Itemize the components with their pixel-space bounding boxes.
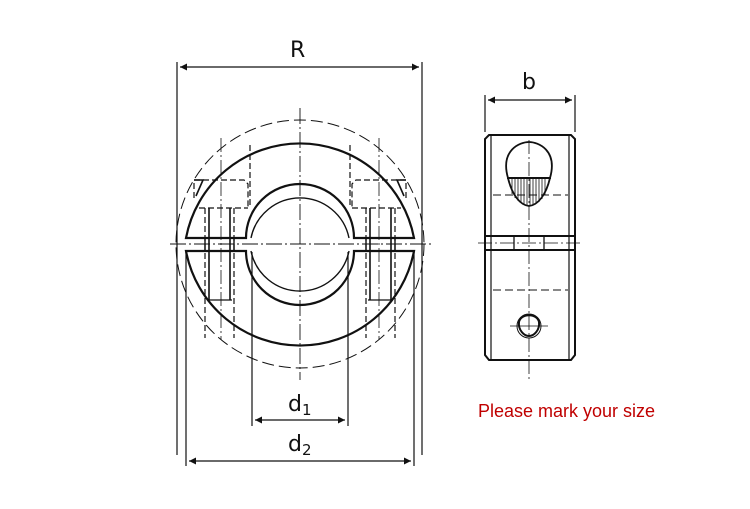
- dimension-b: [484, 95, 576, 132]
- d1-base: d: [288, 392, 302, 417]
- d2-base: d: [288, 432, 302, 457]
- side-view: [478, 134, 582, 380]
- front-view: [170, 108, 432, 380]
- d2-subscript: 2: [301, 441, 312, 459]
- size-note: Please mark your size: [478, 401, 656, 421]
- dimension-d2: [185, 252, 415, 466]
- dimension-label-d1: d1: [288, 394, 312, 418]
- dimension-label-d2: d2: [288, 434, 312, 458]
- dimension-label-b: b: [522, 70, 536, 95]
- d1-subscript: 1: [301, 401, 312, 419]
- knurl-hatch: [511, 179, 546, 206]
- dimension-label-r: R: [290, 38, 306, 63]
- dimension-d1: [251, 252, 349, 426]
